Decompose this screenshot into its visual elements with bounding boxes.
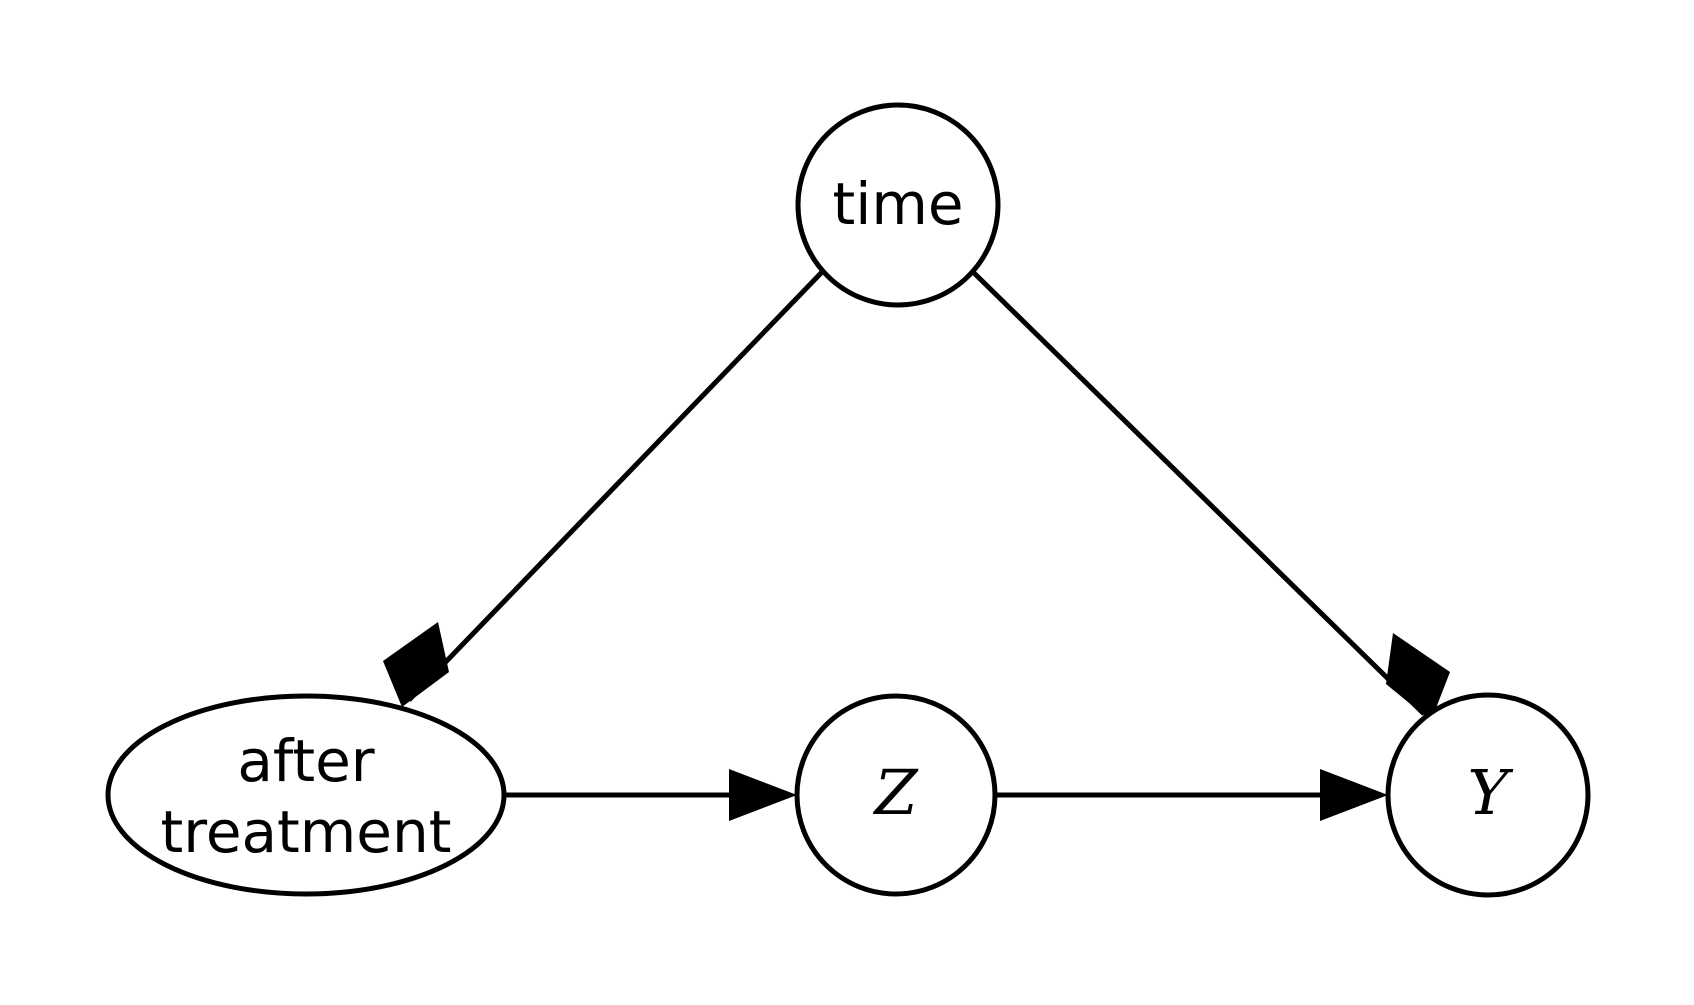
arrowhead-icon bbox=[729, 769, 797, 821]
node-Z-label: Z bbox=[872, 756, 918, 829]
node-time-label: time bbox=[832, 170, 963, 238]
arrowhead-icon bbox=[383, 622, 449, 707]
arrowhead-icon bbox=[1320, 769, 1388, 821]
edge-line bbox=[407, 269, 825, 702]
node-Z[interactable]: Z bbox=[794, 693, 998, 897]
node-Z-circle[interactable] bbox=[794, 693, 998, 897]
node-after-treatment-label-line2: treatment bbox=[161, 798, 452, 866]
node-time-circle[interactable] bbox=[795, 102, 1001, 308]
edge-line bbox=[970, 269, 1426, 716]
node-after-treatment-ellipse[interactable] bbox=[105, 693, 507, 897]
arrowhead-icon bbox=[1386, 633, 1450, 721]
edge-time-to-Y bbox=[970, 269, 1450, 721]
node-after-treatment-label-line1: after bbox=[237, 727, 374, 795]
node-after-treatment[interactable]: after treatment bbox=[105, 693, 507, 897]
node-Y-circle[interactable] bbox=[1385, 692, 1591, 898]
edge-Z-to-Y bbox=[995, 769, 1388, 821]
edge-after-treatment-to-Z bbox=[504, 769, 797, 821]
edge-time-to-after-treatment bbox=[383, 269, 825, 707]
node-Y-label: Y bbox=[1468, 756, 1514, 829]
node-Y[interactable]: Y bbox=[1385, 692, 1591, 898]
node-time[interactable]: time bbox=[795, 102, 1001, 308]
